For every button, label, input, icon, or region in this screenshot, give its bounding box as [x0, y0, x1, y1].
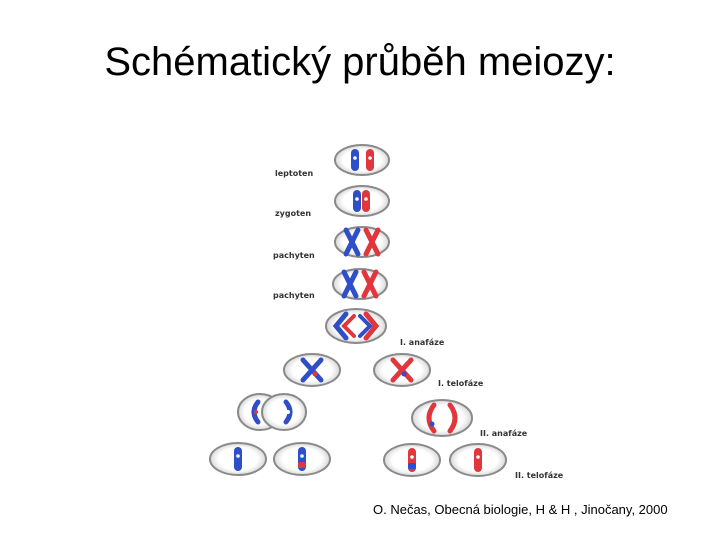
cell-leptoten [335, 145, 389, 175]
stage-label-zygoten: zygoten [275, 209, 311, 218]
cell-anafaze-2-left [238, 394, 306, 430]
cell-pachyten-2 [333, 269, 387, 299]
stage-label-telofaze-1: I. telofáze [438, 379, 484, 388]
source-caption: O. Nečas, Obecná biologie, H & H , Jinoč… [373, 502, 668, 517]
stage-label-telofaze-2: II. telofáze [515, 471, 564, 480]
cell-anafaze-1 [326, 309, 386, 343]
stage-label-leptoten: leptoten [275, 169, 313, 178]
cell-zygoten [335, 186, 389, 216]
cell-telofaze-1-right [374, 354, 430, 386]
cell-telofaze-2-2 [274, 443, 330, 475]
cell-anafaze-2-right [412, 400, 472, 436]
cell-pachyten-1 [335, 227, 389, 257]
cell-telofaze-1-left [284, 354, 340, 386]
stage-label-anafaze-2: II. anafáze [480, 429, 528, 438]
cell-telofaze-2-3 [384, 444, 440, 476]
stage-label-pachyten-2: pachyten [273, 291, 315, 300]
cell-telofaze-2-4 [450, 444, 506, 476]
cell-telofaze-2-1 [210, 443, 266, 475]
stage-label-anafaze-1: I. anafáze [400, 338, 445, 347]
stage-label-pachyten-1: pachyten [273, 251, 315, 260]
